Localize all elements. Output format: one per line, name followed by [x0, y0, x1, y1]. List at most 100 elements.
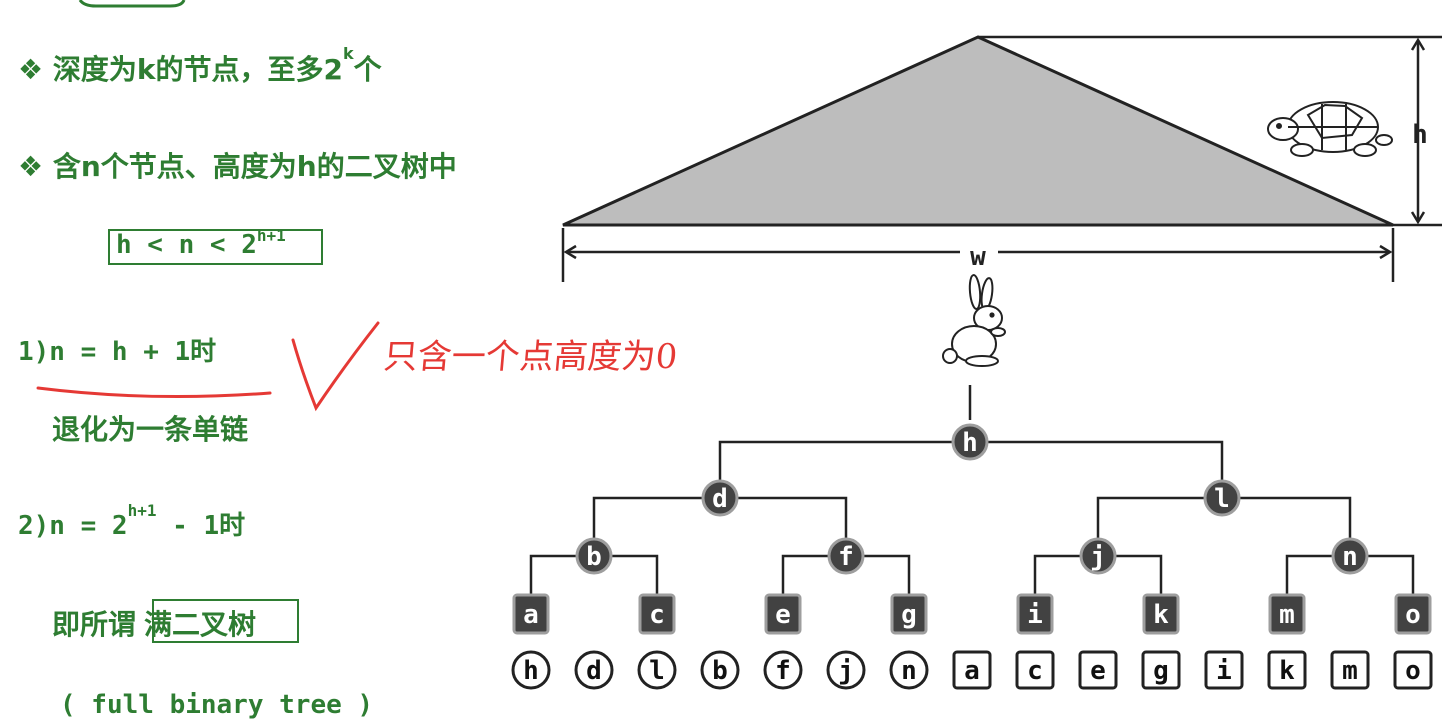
sequence-item-d: d [574, 650, 614, 690]
bullet-depth-prefix: 深度为k的节点，至多2 [52, 53, 343, 86]
sequence-item-g: g [1141, 650, 1181, 690]
tree-node-label: m [1279, 600, 1295, 630]
case2-sup: h+1 [127, 501, 157, 520]
sequence-item-label: l [649, 656, 665, 686]
tree-node-m: m [1268, 593, 1306, 635]
case2-label: 2)n = 2h+1 - 1时 [18, 501, 246, 542]
sequence-item-e: e [1078, 650, 1118, 690]
tree-node-label: b [586, 542, 602, 572]
tree-node-c: c [638, 593, 676, 635]
bullet-n-nodes-text: 含n个节点、高度为h的二叉树中 [52, 150, 457, 183]
sequence-item-h: h [511, 650, 551, 690]
sequence-item-i: i [1204, 650, 1244, 690]
turtle-icon [1267, 101, 1393, 157]
width-arrowhead-left [563, 244, 577, 260]
case2-desc-boxed: 满二叉树 [144, 608, 257, 641]
bullet-depth-suffix: 个 [353, 53, 382, 86]
sequence-item-l: l [637, 650, 677, 690]
sequence-item-label: a [964, 656, 980, 686]
tree-node-label: j [1090, 542, 1106, 572]
red-checkmark-annotation [291, 321, 380, 412]
sequence-item-label: n [901, 656, 917, 686]
sequence-item-label: g [1153, 656, 1169, 686]
case1-desc: 退化为一条单链 [52, 413, 249, 446]
full-binary-tree-box [152, 599, 299, 643]
tree-node-k: k [1142, 593, 1180, 635]
tree-node-label: i [1027, 600, 1043, 630]
tree-node-label: f [838, 542, 854, 572]
tree-node-e: e [764, 593, 802, 635]
tree-node-label: k [1153, 600, 1169, 630]
bullet-symbol: ❖ [18, 150, 44, 183]
sequence-item-label: j [838, 656, 854, 686]
case2-desc-prefix: 即所谓 [52, 608, 137, 641]
sequence-item-o: o [1393, 650, 1433, 690]
case2-desc: 即所谓满二叉树 [52, 603, 256, 643]
sequence-item-label: h [523, 656, 539, 686]
tree-node-label: g [901, 600, 917, 630]
bullet-n-nodes-height-h: ❖ 含n个节点、高度为h的二叉树中 [18, 145, 457, 185]
partial-box-outline [78, 0, 186, 8]
rabbit-icon [942, 274, 1006, 367]
height-arrow-up [1410, 37, 1426, 51]
tree-node-label: c [649, 600, 665, 630]
sequence-item-k: k [1267, 650, 1307, 690]
sequence-item-label: k [1279, 656, 1295, 686]
tree-node-i: i [1016, 593, 1054, 635]
tree-shape-triangle [562, 35, 1394, 227]
sequence-item-a: a [952, 650, 992, 690]
tree-node-f: f [827, 537, 865, 575]
tree-node-label: e [775, 600, 791, 630]
formula-main: h < n < 2 [116, 230, 257, 260]
sequence-item-j: j [826, 650, 866, 690]
tree-node-j: j [1079, 537, 1117, 575]
sequence-item-label: m [1342, 656, 1358, 686]
tree-node-b: b [575, 537, 613, 575]
sequence-item-m: m [1330, 650, 1370, 690]
bullet-depth-sup: k [342, 44, 354, 63]
sequence-item-label: b [712, 656, 728, 686]
sequence-item-f: f [763, 650, 803, 690]
bullet-depth-nodes: ❖ 深度为k的节点，至多2k个 [18, 44, 382, 88]
tree-nodes: h d l b f j n a c e g i k m o [512, 423, 1432, 635]
formula-sup: h+1 [256, 226, 286, 245]
width-arrowhead-right [1379, 244, 1393, 260]
tree-node-label: n [1342, 542, 1358, 572]
sequence-item-label: o [1405, 656, 1421, 686]
tree-node-g: g [890, 593, 928, 635]
sequence-item-label: f [775, 656, 791, 686]
formula-text: h < n < 2h+1 [116, 226, 286, 260]
sequence-item-label: d [586, 656, 602, 686]
english-term: ( full binary tree ) [60, 690, 374, 720]
tree-node-label: d [712, 484, 728, 514]
height-arrow-down [1410, 211, 1426, 225]
tree-node-l: l [1203, 479, 1241, 517]
tree-node-o: o [1394, 593, 1432, 635]
case1-label: 1)n = h + 1时 [18, 337, 217, 367]
red-handwritten-note: 只含一个点高度为0 [382, 337, 679, 377]
bullet-symbol: ❖ [18, 53, 44, 86]
tree-node-n: n [1331, 537, 1369, 575]
height-label: h [1412, 120, 1428, 150]
tree-edges [529, 385, 1415, 600]
tree-node-d: d [701, 479, 739, 517]
sequence-item-c: c [1015, 650, 1055, 690]
tree-node-label: a [523, 600, 539, 630]
formula-box [108, 229, 323, 265]
sequence-item-b: b [700, 650, 740, 690]
sequence-item-label: e [1090, 656, 1106, 686]
sequence-item-n: n [889, 650, 929, 690]
sequence-item-label: i [1216, 656, 1232, 686]
case2-prefix: 2)n = 2 [18, 511, 128, 541]
width-label: w [970, 242, 986, 272]
tree-node-label: o [1405, 600, 1421, 630]
tree-node-a: a [512, 593, 550, 635]
tree-node-label: l [1214, 484, 1230, 514]
red-underline-annotation [36, 386, 272, 399]
tree-node-h: h [951, 423, 989, 461]
case2-suffix: - 1时 [156, 511, 246, 541]
tree-node-label: h [962, 428, 978, 458]
sequence-item-label: c [1027, 656, 1043, 686]
